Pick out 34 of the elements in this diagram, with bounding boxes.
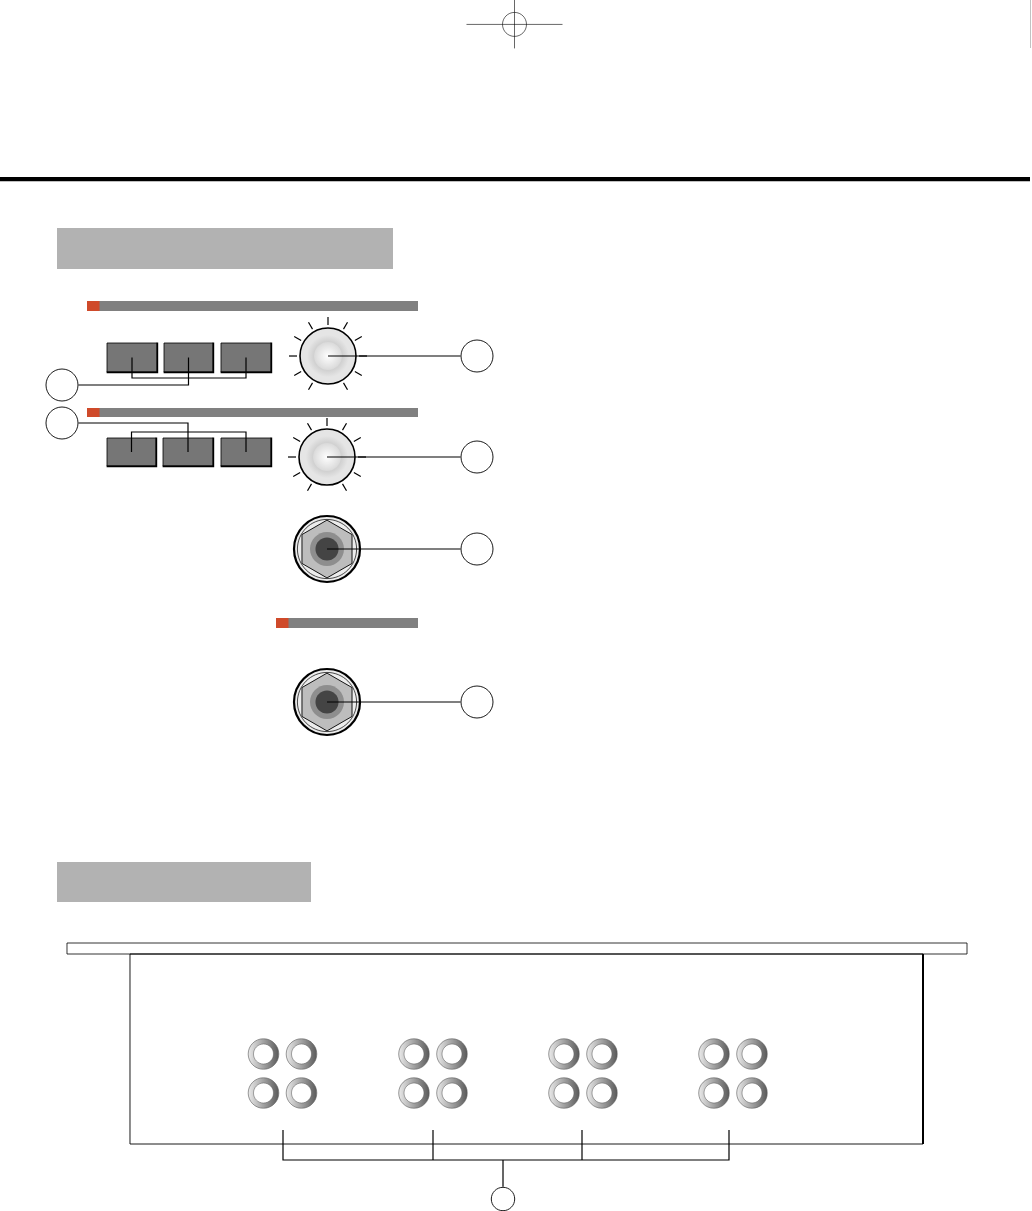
header-band: [57, 862, 311, 902]
leader-line: [187, 356, 247, 379]
leader-line: [131, 356, 190, 379]
leader-line: [130, 431, 189, 453]
leader-line: [432, 1159, 504, 1161]
callout-circle: [460, 532, 494, 566]
push-button: [219, 436, 273, 468]
callout-circle: [45, 368, 79, 402]
leader-line: [326, 701, 462, 703]
jack-socket: [292, 667, 362, 737]
header-band: [57, 228, 393, 269]
leader-line: [581, 1129, 583, 1161]
leader-line: [432, 1129, 434, 1161]
leader-line: [502, 1159, 504, 1188]
jack-socket: [292, 514, 362, 584]
leader-line: [326, 548, 462, 550]
leader-line: [326, 456, 462, 458]
leader-line: [581, 1129, 730, 1161]
push-button: [105, 341, 159, 374]
leader-line: [187, 431, 247, 453]
push-button: [105, 436, 158, 468]
leader-line: [77, 356, 190, 386]
leader-line: [77, 422, 189, 453]
push-button: [161, 436, 215, 468]
leader-line: [282, 1129, 434, 1161]
leader-line: [502, 1159, 583, 1161]
crop-mark: [466, 0, 563, 49]
callout-circle: [45, 406, 79, 440]
callout-circle: [460, 339, 494, 373]
callout-circle: [460, 440, 494, 474]
push-button: [219, 341, 273, 374]
push-button: [162, 341, 215, 374]
callout-circle: [460, 685, 494, 719]
leader-line: [327, 355, 462, 357]
